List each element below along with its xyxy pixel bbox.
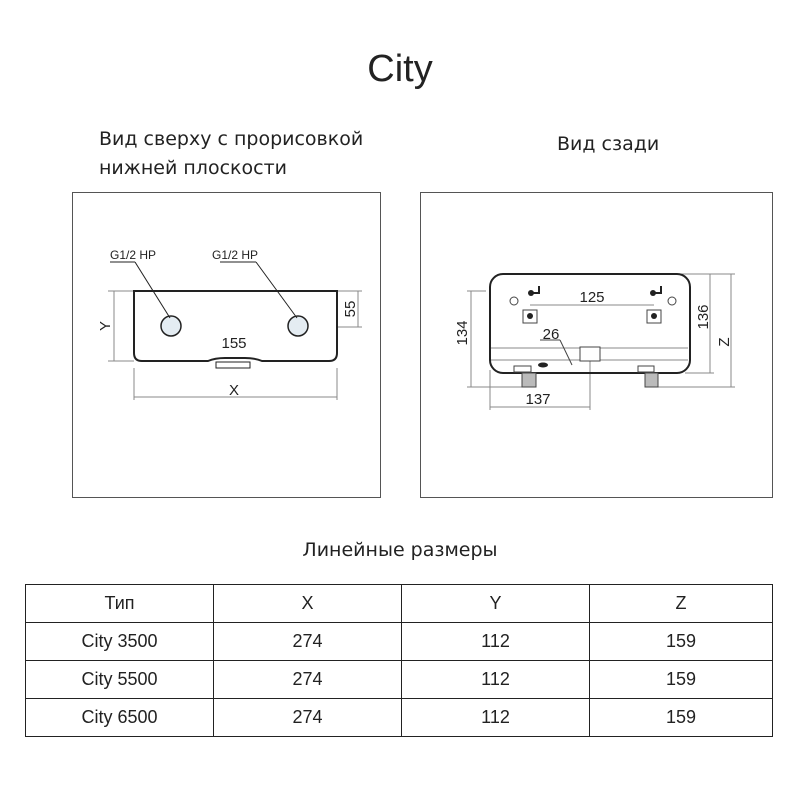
dim-137: 137 (525, 391, 550, 408)
cell-y: 112 (401, 660, 590, 699)
cell-z: 159 (589, 660, 773, 699)
dim-26: 26 (543, 326, 560, 343)
cell-y: 112 (401, 698, 590, 737)
back-view-panel (420, 192, 773, 498)
cell-y: 112 (401, 622, 590, 661)
table-caption: Линейные размеры (302, 539, 498, 561)
top-view-title: Вид сверху с прорисовкой нижней плоскост… (99, 125, 363, 183)
dim-y: Y (97, 321, 114, 331)
inlet-pipe-left (160, 315, 182, 337)
connector (215, 361, 251, 369)
label-g12-left: G1/2 HP (110, 248, 156, 262)
cell-x: 274 (213, 698, 402, 737)
dim-x: X (229, 382, 239, 399)
back-view-body (489, 273, 691, 374)
inlet-pipe-right (287, 315, 309, 337)
cell-type: City 3500 (25, 622, 214, 661)
cell-type: City 5500 (25, 660, 214, 699)
cell-x: 274 (213, 622, 402, 661)
mount-markers (527, 286, 662, 368)
cell-x: 274 (213, 660, 402, 699)
leader-lines (110, 261, 298, 319)
page-title: City (367, 48, 433, 90)
cell-z: 159 (589, 698, 773, 737)
top-view-panel (72, 192, 381, 498)
dim-55: 55 (342, 301, 359, 318)
header-x: X (213, 584, 402, 623)
cell-type: City 6500 (25, 698, 214, 737)
dim-136: 136 (695, 304, 712, 329)
top-view-body (133, 290, 338, 362)
header-type: Тип (25, 584, 214, 623)
dim-134: 134 (454, 320, 471, 345)
header-z: Z (589, 584, 773, 623)
top-view-title-line1: Вид сверху с прорисовкой (99, 128, 364, 150)
dim-z: Z (716, 337, 733, 346)
back-view-parts (509, 296, 677, 388)
table-header-row: Тип X Y Z (25, 584, 773, 623)
back-view-title: Вид сзади (557, 133, 660, 155)
top-view-title-line2: нижней плоскости (99, 157, 287, 179)
cell-z: 159 (589, 622, 773, 661)
label-g12-right: G1/2 HP (212, 248, 258, 262)
dim-155: 155 (221, 335, 246, 352)
header-y: Y (401, 584, 590, 623)
dim-125: 125 (579, 289, 604, 306)
